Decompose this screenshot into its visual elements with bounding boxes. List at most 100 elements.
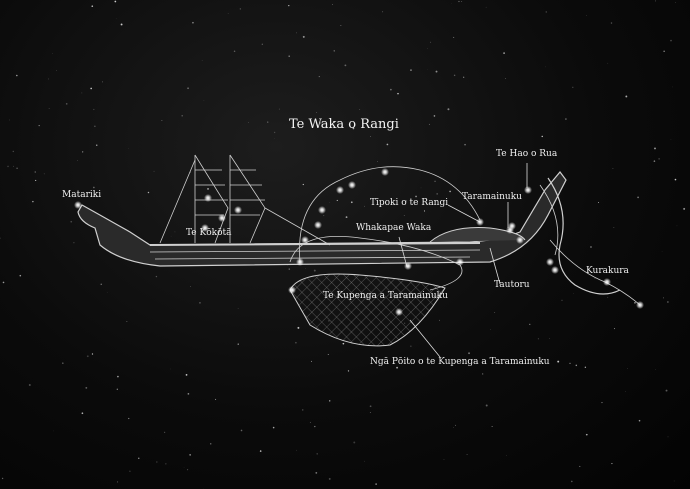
background-star	[347, 370, 350, 372]
star	[218, 214, 226, 222]
background-star	[28, 384, 31, 387]
background-star	[570, 480, 573, 483]
background-star	[673, 480, 675, 482]
background-star	[449, 190, 451, 193]
background-star	[129, 470, 131, 472]
star	[201, 224, 209, 232]
background-star	[272, 426, 275, 429]
background-star	[248, 122, 249, 123]
background-star	[466, 454, 468, 455]
background-star	[91, 353, 94, 355]
background-star	[102, 81, 103, 83]
background-star	[327, 354, 329, 355]
star	[336, 186, 344, 194]
star	[603, 278, 611, 286]
background-star	[242, 170, 243, 172]
background-star	[161, 119, 163, 121]
background-star	[627, 368, 628, 369]
background-star	[485, 6, 487, 8]
background-star	[434, 180, 436, 182]
background-star	[1, 477, 4, 480]
background-star	[403, 215, 405, 216]
background-star	[607, 296, 609, 298]
background-star	[65, 102, 68, 105]
background-star	[557, 360, 560, 363]
background-star	[352, 127, 355, 130]
background-star	[70, 220, 73, 223]
background-star	[170, 235, 172, 237]
background-star	[237, 308, 239, 309]
background-star	[369, 412, 371, 413]
background-star	[192, 21, 194, 24]
background-star	[12, 150, 14, 153]
background-star	[663, 297, 665, 299]
background-star	[545, 11, 547, 13]
star	[288, 286, 296, 294]
waka-hull	[77, 171, 621, 295]
background-star	[100, 283, 102, 285]
background-star	[201, 60, 203, 61]
background-star	[309, 421, 311, 424]
star	[296, 258, 304, 266]
background-star	[369, 405, 372, 408]
background-star	[670, 139, 672, 140]
background-star	[667, 436, 669, 438]
background-star	[598, 202, 600, 204]
background-star	[670, 39, 672, 42]
background-star	[634, 301, 636, 304]
background-star	[296, 32, 297, 34]
background-star	[443, 458, 445, 460]
background-star	[32, 200, 34, 203]
background-star	[406, 200, 408, 202]
label-pointers	[398, 163, 528, 358]
background-star	[377, 161, 378, 162]
background-star	[86, 355, 89, 358]
background-star	[93, 108, 95, 111]
background-star	[302, 35, 305, 38]
background-star	[16, 74, 18, 77]
background-star	[302, 183, 304, 186]
background-star	[616, 277, 618, 279]
background-star	[267, 121, 269, 123]
background-star	[468, 352, 470, 355]
background-star	[638, 419, 641, 422]
background-star	[672, 86, 673, 88]
background-star	[453, 427, 455, 428]
star	[506, 226, 514, 234]
star	[395, 308, 403, 316]
background-star	[35, 179, 37, 182]
background-star	[120, 23, 123, 26]
background-star	[461, 1, 463, 2]
background-star	[85, 386, 88, 389]
background-star	[170, 368, 171, 370]
label-te-hao-o-rua: Te Hao o Rua	[496, 149, 558, 159]
background-star	[663, 50, 665, 52]
background-star	[259, 450, 262, 452]
background-star	[153, 170, 155, 172]
background-star	[436, 192, 439, 195]
background-star	[545, 66, 546, 68]
background-star	[683, 207, 686, 210]
background-star	[333, 122, 336, 124]
background-star	[637, 196, 639, 199]
background-star	[117, 375, 119, 378]
star	[636, 301, 644, 309]
background-star	[207, 187, 209, 190]
background-star	[410, 345, 412, 347]
background-star	[34, 171, 36, 173]
background-star	[439, 319, 440, 321]
background-star	[458, 0, 460, 3]
background-star	[190, 171, 191, 173]
background-star	[332, 4, 334, 5]
background-star	[316, 453, 318, 455]
background-star	[572, 86, 574, 88]
background-star	[548, 338, 550, 339]
background-star	[313, 269, 316, 272]
background-star	[433, 115, 436, 117]
background-star	[210, 443, 212, 445]
background-star	[116, 18, 117, 19]
background-star	[397, 92, 399, 95]
background-star	[117, 481, 119, 483]
